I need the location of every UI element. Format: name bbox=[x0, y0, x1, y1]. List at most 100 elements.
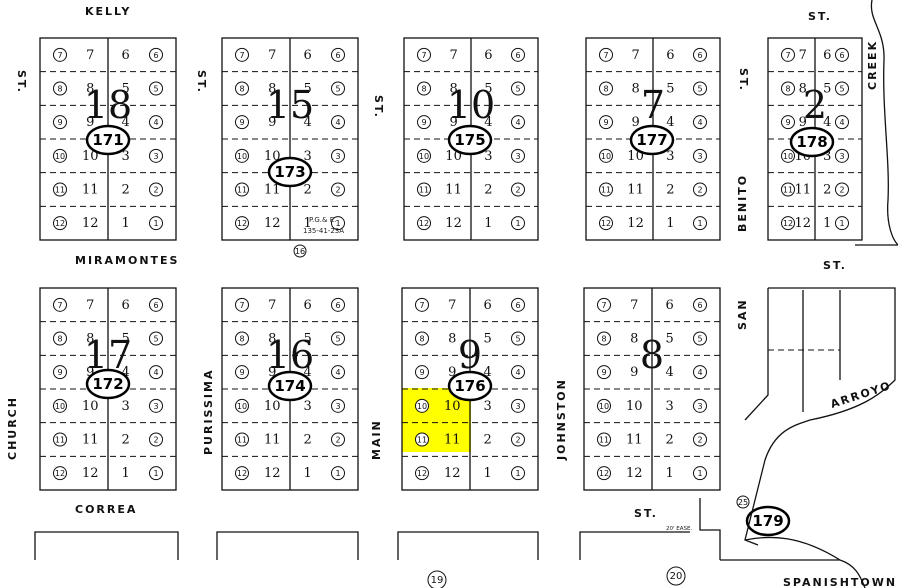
lot-circle bbox=[511, 182, 525, 197]
lot-circle-number: 1 bbox=[515, 469, 520, 478]
lot-circle-number: 10 bbox=[55, 402, 65, 411]
lot-number: 1 bbox=[304, 216, 312, 231]
lot-number: 8 bbox=[448, 332, 456, 347]
lot-number: 6 bbox=[122, 298, 130, 313]
lot-number: 6 bbox=[122, 48, 130, 63]
lot-circle-number: 5 bbox=[335, 335, 340, 344]
lot-circle bbox=[781, 47, 795, 62]
lot-circle-number: 3 bbox=[839, 152, 844, 161]
block-number: 7 bbox=[641, 83, 665, 127]
lot-circle-number: 6 bbox=[697, 51, 702, 60]
lot-circle bbox=[53, 398, 67, 413]
lot-circle-number: 4 bbox=[153, 368, 158, 377]
lot-circle-number: 11 bbox=[55, 186, 65, 195]
lot-circle-number: 10 bbox=[237, 402, 247, 411]
lot-number: 10 bbox=[626, 399, 643, 414]
lot-number: 4 bbox=[484, 365, 492, 380]
lot-circle bbox=[417, 216, 431, 231]
lot-circle-number: 10 bbox=[601, 152, 611, 161]
street-kelly-st: ST. bbox=[808, 10, 832, 23]
lot-number: 8 bbox=[86, 82, 94, 97]
lot-circle-number: 8 bbox=[419, 335, 424, 344]
lot-circle bbox=[835, 216, 849, 231]
lot-circle bbox=[53, 115, 67, 130]
lot-number: 7 bbox=[630, 298, 638, 313]
lot-number: 9 bbox=[799, 115, 807, 130]
street-purissima: PURISSIMA bbox=[202, 369, 215, 455]
lot-number: 2 bbox=[484, 183, 492, 198]
lot-number: 1 bbox=[122, 466, 130, 481]
lot-circle bbox=[415, 398, 429, 413]
lot-circle bbox=[835, 148, 849, 163]
street-kelly: KELLY bbox=[85, 5, 131, 18]
lot-circle-number: 1 bbox=[335, 469, 340, 478]
lot-circle-number: 5 bbox=[839, 85, 844, 94]
lot-number: 8 bbox=[631, 82, 639, 97]
street-correa-st: ST. bbox=[634, 507, 658, 520]
lot-number: 11 bbox=[264, 433, 281, 448]
lot-circle-number: 4 bbox=[515, 368, 520, 377]
lot-circle-number: 5 bbox=[515, 335, 520, 344]
lot-circle bbox=[331, 331, 345, 346]
lot-number: 1 bbox=[122, 216, 130, 231]
lot-circle bbox=[53, 47, 67, 62]
lot-circle bbox=[597, 432, 611, 447]
lot-number: 2 bbox=[666, 183, 674, 198]
lot-circle bbox=[835, 115, 849, 130]
lot-number: 3 bbox=[122, 399, 130, 414]
lot-number: 11 bbox=[626, 433, 643, 448]
lot-circle-number: 8 bbox=[601, 335, 606, 344]
lot-circle-number: 5 bbox=[153, 85, 158, 94]
lot-number: 2 bbox=[823, 183, 831, 198]
parcel-number: 174 bbox=[274, 377, 305, 395]
lot-circle-number: 3 bbox=[515, 152, 520, 161]
lot-circle bbox=[599, 81, 613, 96]
lot-circle-number: 4 bbox=[515, 118, 520, 127]
lot-circle bbox=[417, 81, 431, 96]
street-arroyo: ARROYO bbox=[829, 379, 893, 411]
parcel-number: 176 bbox=[454, 377, 485, 395]
lot-circle-number: 7 bbox=[419, 301, 424, 310]
lot-circle bbox=[149, 47, 163, 62]
lot-number: 3 bbox=[122, 149, 130, 164]
lot-number: 7 bbox=[268, 298, 276, 313]
lot-circle bbox=[599, 148, 613, 163]
parcel-179-boundary bbox=[699, 498, 866, 588]
svg-text:19: 19 bbox=[431, 575, 444, 586]
lot-circle-number: 8 bbox=[785, 85, 790, 94]
lot-number: 8 bbox=[799, 82, 807, 97]
lot-circle bbox=[53, 148, 67, 163]
street-miramontes-st: ST. bbox=[823, 259, 847, 272]
lot-number: 3 bbox=[484, 399, 492, 414]
lot-circle bbox=[511, 466, 525, 481]
lot-circle-number: 10 bbox=[417, 402, 427, 411]
block-number: 18 bbox=[84, 83, 132, 127]
lot-circle-number: 9 bbox=[239, 368, 244, 377]
street-benito: BENITO bbox=[736, 174, 749, 232]
lot-circle bbox=[597, 297, 611, 312]
street-spanishtown: SPANISHTOWN RSL bbox=[783, 576, 898, 588]
svg-text:16: 16 bbox=[295, 247, 305, 256]
lower-block-stub bbox=[579, 531, 690, 560]
lot-circle-number: 3 bbox=[153, 152, 158, 161]
lot-circle bbox=[781, 81, 795, 96]
lot-circle bbox=[53, 182, 67, 197]
lot-circle-number: 12 bbox=[237, 469, 247, 478]
lot-circle-number: 6 bbox=[335, 301, 340, 310]
street-main: MAIN bbox=[370, 419, 383, 460]
lot-circle bbox=[331, 216, 345, 231]
lot-circle-number: 5 bbox=[697, 335, 702, 344]
lower-block-stub bbox=[397, 531, 539, 560]
lot-number: 11 bbox=[627, 183, 644, 198]
lot-circle-number: 10 bbox=[237, 152, 247, 161]
parcel-number: 172 bbox=[92, 375, 123, 393]
parcel-number: 175 bbox=[454, 131, 485, 149]
lot-circle bbox=[149, 297, 163, 312]
lot-number: 2 bbox=[122, 183, 130, 198]
lot-number: 9 bbox=[86, 115, 94, 130]
lot-number: 6 bbox=[666, 48, 674, 63]
lot-circle bbox=[511, 398, 525, 413]
lot-number: 4 bbox=[304, 115, 312, 130]
